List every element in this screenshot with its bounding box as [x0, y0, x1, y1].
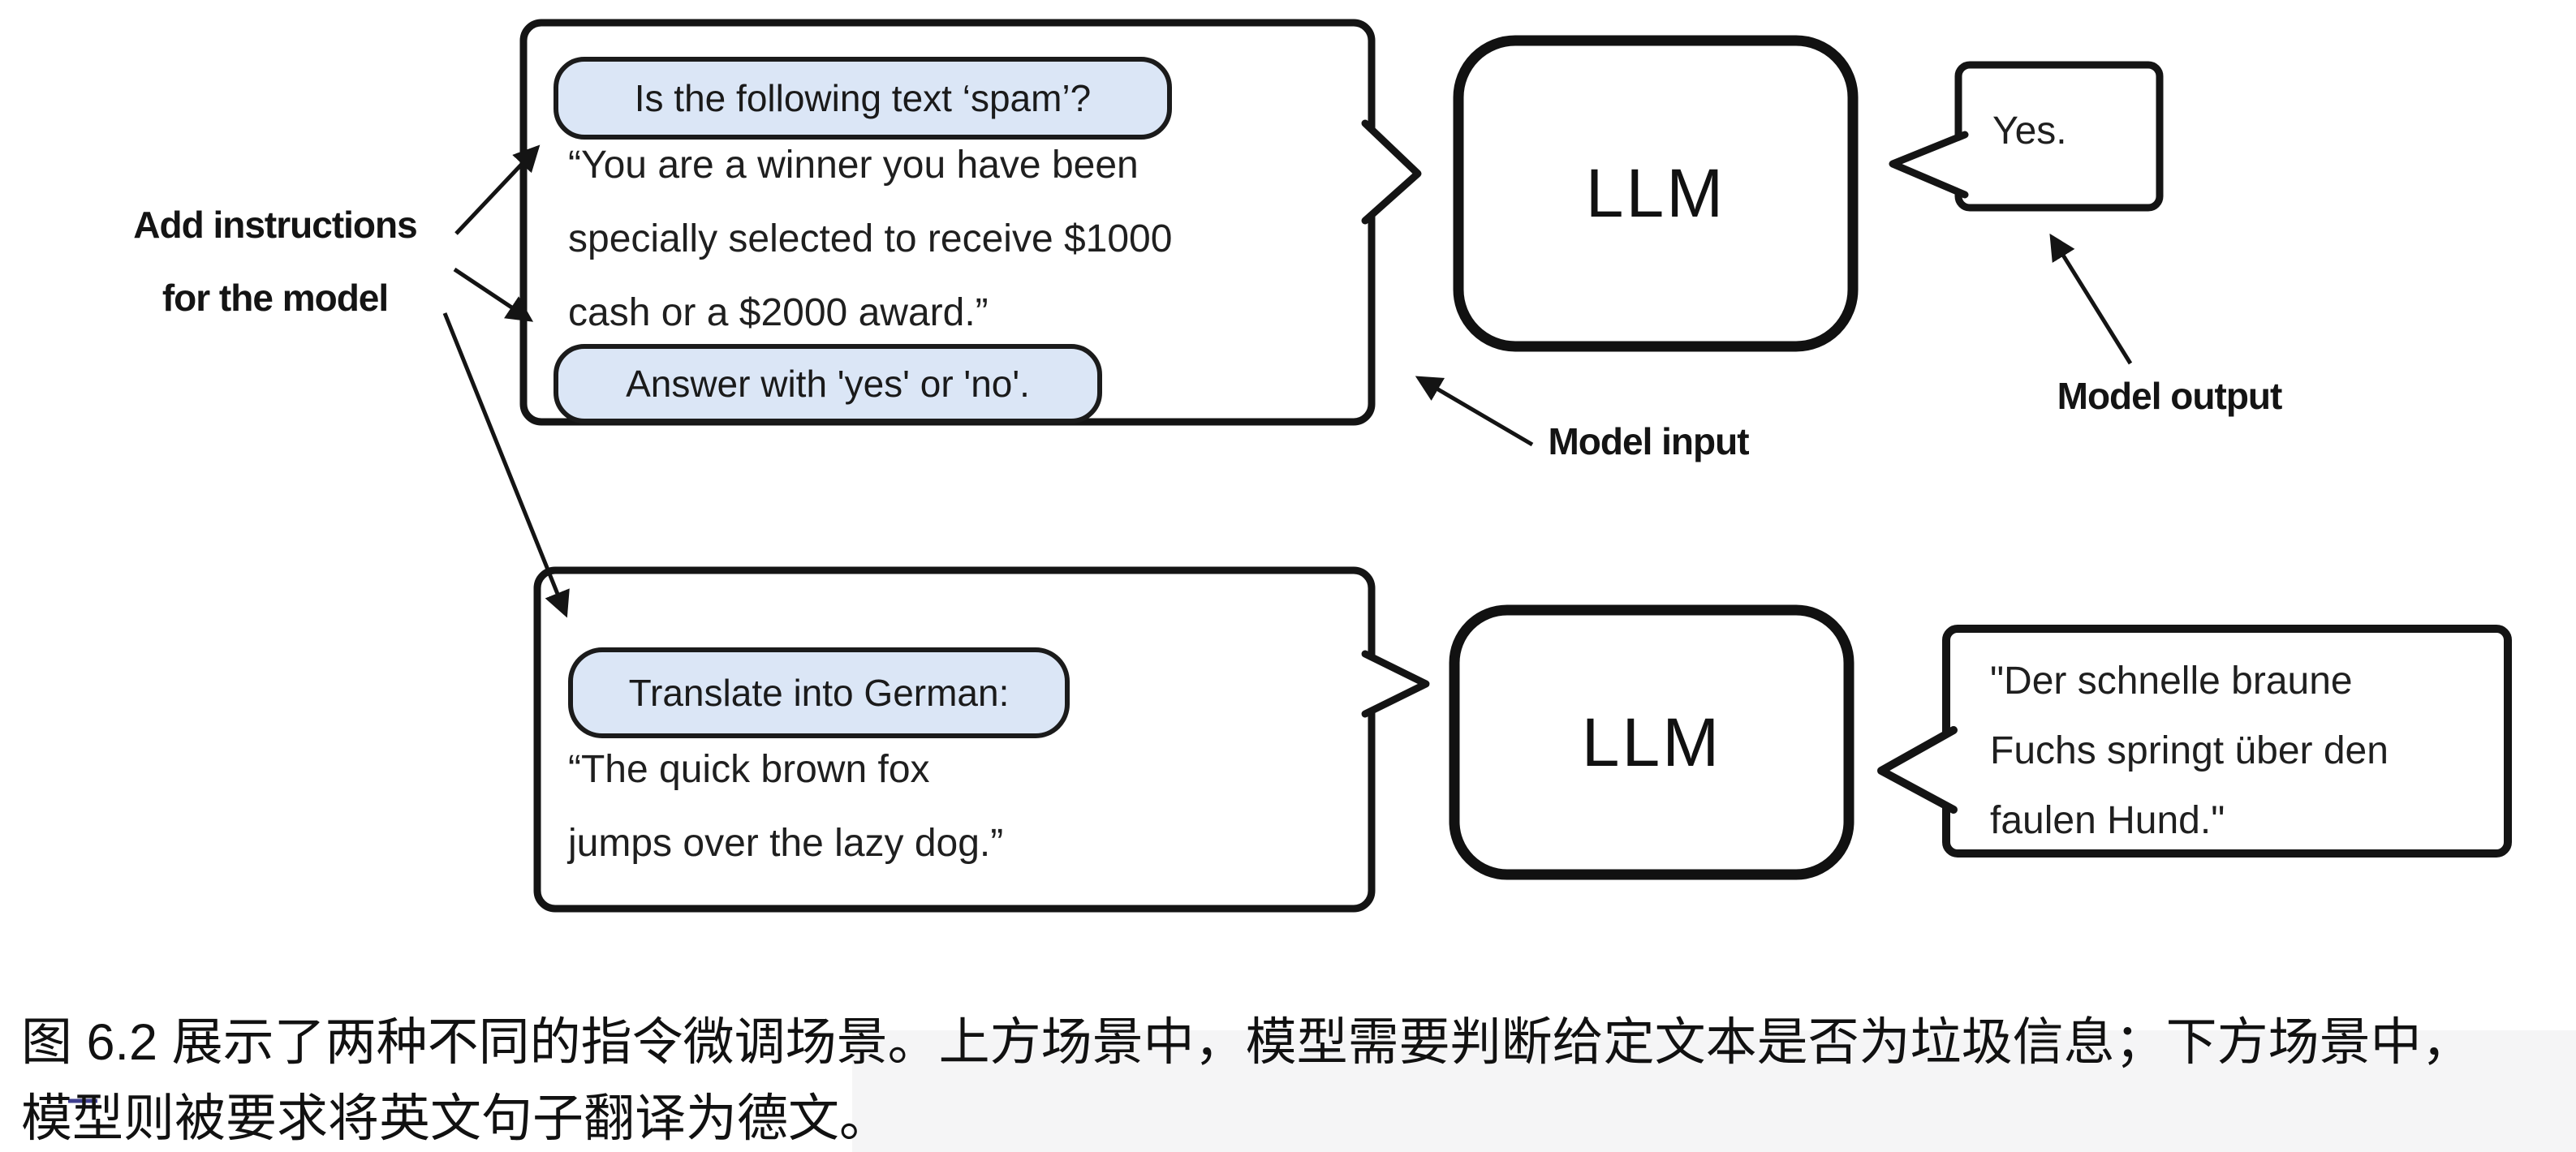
arrow-add-instructions-to-pill3 — [442, 312, 570, 618]
figure-caption: 图 6.2 展示了两种不同的指令微调场景。上方场景中，模型需要判断给定文本是否为… — [21, 1014, 2473, 1147]
translate-input-bubble-tail — [1361, 650, 1430, 718]
llm-box-bottom — [1449, 604, 1854, 880]
german-output-text: "Der schnelle braune Fuchs springt über … — [1990, 660, 2389, 842]
arrow-add-instructions-to-pill1 — [454, 144, 541, 235]
add-instructions-label: Add instructions for the model — [133, 204, 417, 319]
translate-input-text: “The quick brown fox jumps over the lazy… — [568, 748, 1004, 865]
model-input-label: Model input — [1548, 420, 1749, 462]
arrow-model-input-label — [1415, 376, 1534, 447]
llm-label-bottom: LLM — [1581, 703, 1722, 780]
yes-output-bubble-tail — [1889, 131, 1969, 199]
spam-input-text: “You are a winner you have been speciall… — [568, 144, 1173, 334]
background-gray-band — [852, 1030, 2576, 1152]
spam-input-bubble-tail — [1361, 119, 1422, 225]
model-output-label: Model output — [2057, 375, 2283, 417]
arrow-add-instructions-to-pill2 — [453, 267, 534, 322]
arrow-model-output-label — [2049, 233, 2133, 365]
translate-instruction-pill: Translate into German: — [568, 647, 1070, 738]
yes-output-text: Yes. — [1992, 110, 2067, 153]
llm-label-top: LLM — [1585, 155, 1726, 231]
spam-instruction-pill-2: Answer with 'yes' or 'no'. — [554, 344, 1102, 423]
german-output-bubble-tail — [1877, 726, 1958, 814]
llm-box-top — [1453, 35, 1859, 352]
spam-instruction-pill-1: Is the following text ‘spam’? — [554, 57, 1172, 140]
